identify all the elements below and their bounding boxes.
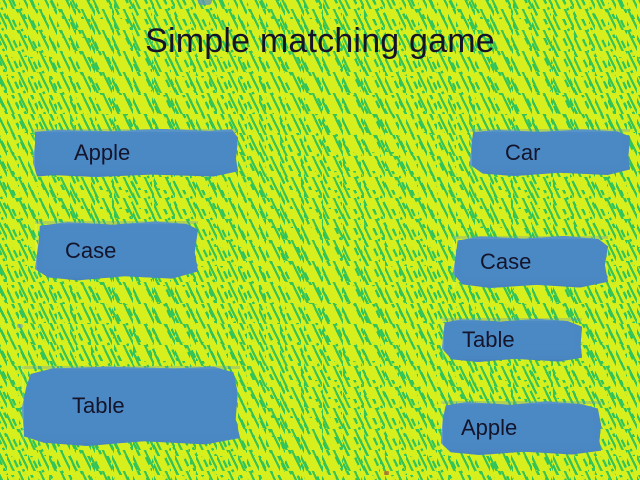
card-apple-right[interactable]: Apple	[441, 401, 601, 455]
card-label: Apple	[461, 415, 518, 440]
card-paint-background	[470, 129, 630, 176]
card-table-left[interactable]: Table	[22, 366, 240, 446]
paint-speck	[198, 0, 212, 5]
page-title: Simple matching game	[145, 22, 495, 60]
card-label: Case	[480, 249, 532, 274]
paint-speck	[384, 471, 389, 475]
card-paint-background	[33, 129, 238, 177]
card-paint-background	[22, 366, 240, 446]
card-label: Table	[72, 393, 125, 418]
card-label: Case	[65, 238, 117, 263]
card-paint-background	[453, 236, 608, 288]
paint-speck	[17, 324, 23, 328]
card-label: Table	[462, 327, 515, 352]
card-table-right[interactable]: Table	[442, 318, 582, 362]
card-car-right[interactable]: Car	[470, 129, 630, 176]
card-label: Car	[505, 139, 541, 165]
card-case-right[interactable]: Case	[453, 236, 608, 288]
card-label: Apple	[74, 140, 131, 165]
card-paint-background	[35, 221, 198, 281]
card-apple-left[interactable]: Apple	[33, 129, 238, 177]
card-case-left[interactable]: Case	[35, 221, 198, 281]
